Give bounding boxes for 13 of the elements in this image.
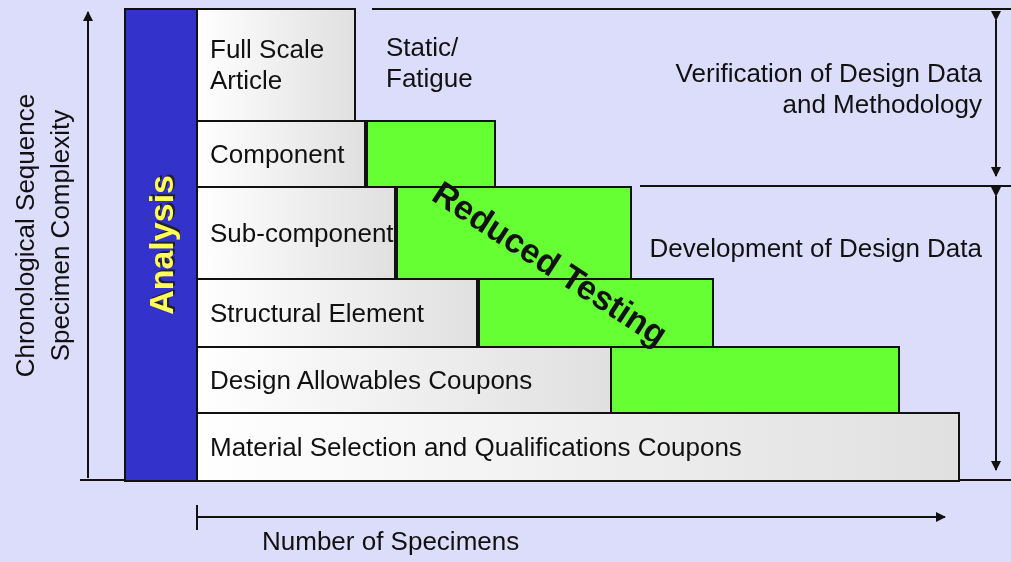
axis-label: Number of Specimens bbox=[262, 526, 521, 557]
analysis-bar: Analysis bbox=[124, 8, 198, 482]
axis-label: Specimen Complexity bbox=[44, 108, 76, 364]
test-level-box: Component bbox=[196, 120, 366, 188]
annotation-text: Static/ Fatigue bbox=[386, 32, 474, 94]
test-level-box: Sub-component bbox=[196, 186, 396, 280]
test-level-box: Structural Element bbox=[196, 278, 478, 348]
test-level-box: Design Allowables Coupons bbox=[196, 346, 612, 414]
test-level-box: Full Scale Article bbox=[196, 8, 356, 122]
annotation-text: Development of Design Data bbox=[648, 233, 982, 263]
axis-label: Chronological Sequence bbox=[9, 92, 41, 380]
test-level-box: Material Selection and Qualifications Coupons bbox=[196, 412, 960, 482]
annotation-text: Verification of Design Data and Methodology bbox=[674, 58, 982, 120]
